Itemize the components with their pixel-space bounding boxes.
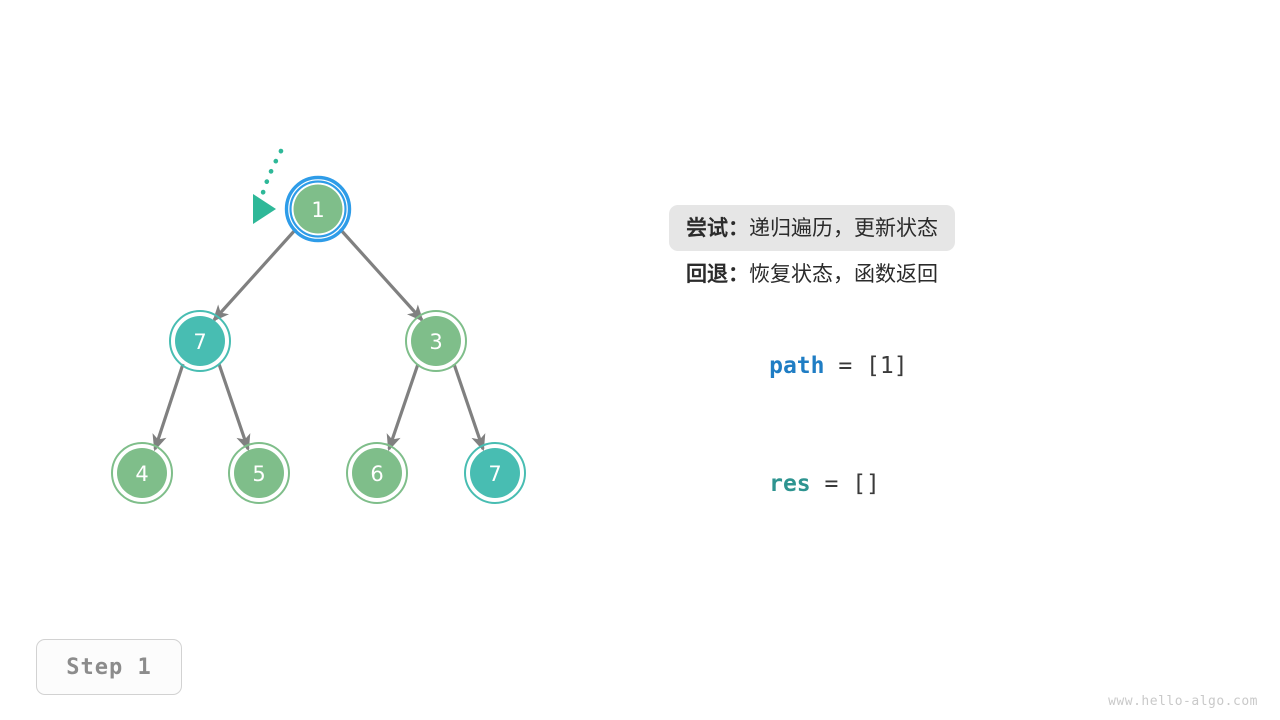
tree-node-3[interactable]: 3 bbox=[405, 310, 467, 372]
node-circle bbox=[352, 448, 402, 498]
node-label: 5 bbox=[252, 462, 265, 486]
path-state-line: path = [1] bbox=[686, 297, 1246, 379]
node-ring bbox=[111, 442, 173, 504]
node-circle bbox=[293, 184, 343, 234]
binary-tree-diagram: 1 7 3 4 5 6 7 bbox=[111, 148, 526, 504]
node-ring bbox=[405, 310, 467, 372]
res-value: [] bbox=[852, 471, 880, 497]
node-label: 7 bbox=[488, 462, 501, 486]
tree-node-7-left[interactable]: 7 bbox=[169, 310, 231, 372]
node-circle bbox=[234, 448, 284, 498]
node-ring bbox=[346, 442, 408, 504]
step-badge: Step 1 bbox=[36, 639, 182, 695]
watermark-text: www.hello-algo.com bbox=[1108, 694, 1258, 709]
tree-node-1[interactable]: 1 bbox=[284, 175, 352, 243]
edge-7-to-5 bbox=[217, 363, 251, 452]
edge-1-to-7 bbox=[212, 227, 298, 322]
node-ring bbox=[169, 310, 231, 372]
try-line: 尝试：递归遍历，更新状态 bbox=[669, 205, 955, 251]
tree-node-5[interactable]: 5 bbox=[228, 442, 290, 504]
recursion-entry-pointer-icon bbox=[253, 148, 284, 224]
tree-edges bbox=[152, 227, 486, 452]
res-state-line: res = [] bbox=[686, 415, 1246, 497]
step-badge-label: Step 1 bbox=[66, 654, 152, 680]
edge-3-to-7 bbox=[452, 363, 486, 452]
node-circle bbox=[411, 316, 461, 366]
node-label: 4 bbox=[135, 462, 148, 486]
try-text: 递归遍历，更新状态 bbox=[749, 216, 938, 240]
node-label: 6 bbox=[370, 462, 383, 486]
path-equals: = bbox=[824, 353, 867, 379]
tree-node-4[interactable]: 4 bbox=[111, 442, 173, 504]
node-label: 3 bbox=[429, 330, 442, 354]
res-variable-name: res bbox=[769, 471, 811, 497]
res-equals: = bbox=[810, 471, 853, 497]
tree-node-6[interactable]: 6 bbox=[346, 442, 408, 504]
try-label: 尝试： bbox=[686, 216, 749, 240]
node-inner-ring bbox=[289, 180, 347, 238]
tree-node-7-right[interactable]: 7 bbox=[464, 442, 526, 504]
backtrack-text: 恢复状态，函数返回 bbox=[749, 262, 938, 286]
path-variable-name: path bbox=[769, 353, 825, 379]
node-circle bbox=[175, 316, 225, 366]
node-ring bbox=[464, 442, 526, 504]
explanation-panel: 尝试：递归遍历，更新状态 回退：恢复状态，函数返回 path = [1] res… bbox=[669, 205, 1246, 497]
backtrack-label: 回退： bbox=[686, 262, 749, 286]
node-label: 1 bbox=[311, 198, 324, 222]
node-circle bbox=[470, 448, 520, 498]
node-highlight-ring bbox=[284, 175, 352, 243]
node-circle bbox=[117, 448, 167, 498]
watermark: www.hello-algo.com bbox=[1108, 694, 1258, 709]
edge-1-to-3 bbox=[338, 227, 424, 322]
edge-3-to-6 bbox=[386, 363, 420, 452]
backtrack-line: 回退：恢复状态，函数返回 bbox=[686, 251, 1246, 297]
edge-7-to-4 bbox=[152, 363, 185, 452]
node-ring bbox=[228, 442, 290, 504]
node-label: 7 bbox=[193, 330, 206, 354]
path-value: [1] bbox=[866, 353, 908, 379]
